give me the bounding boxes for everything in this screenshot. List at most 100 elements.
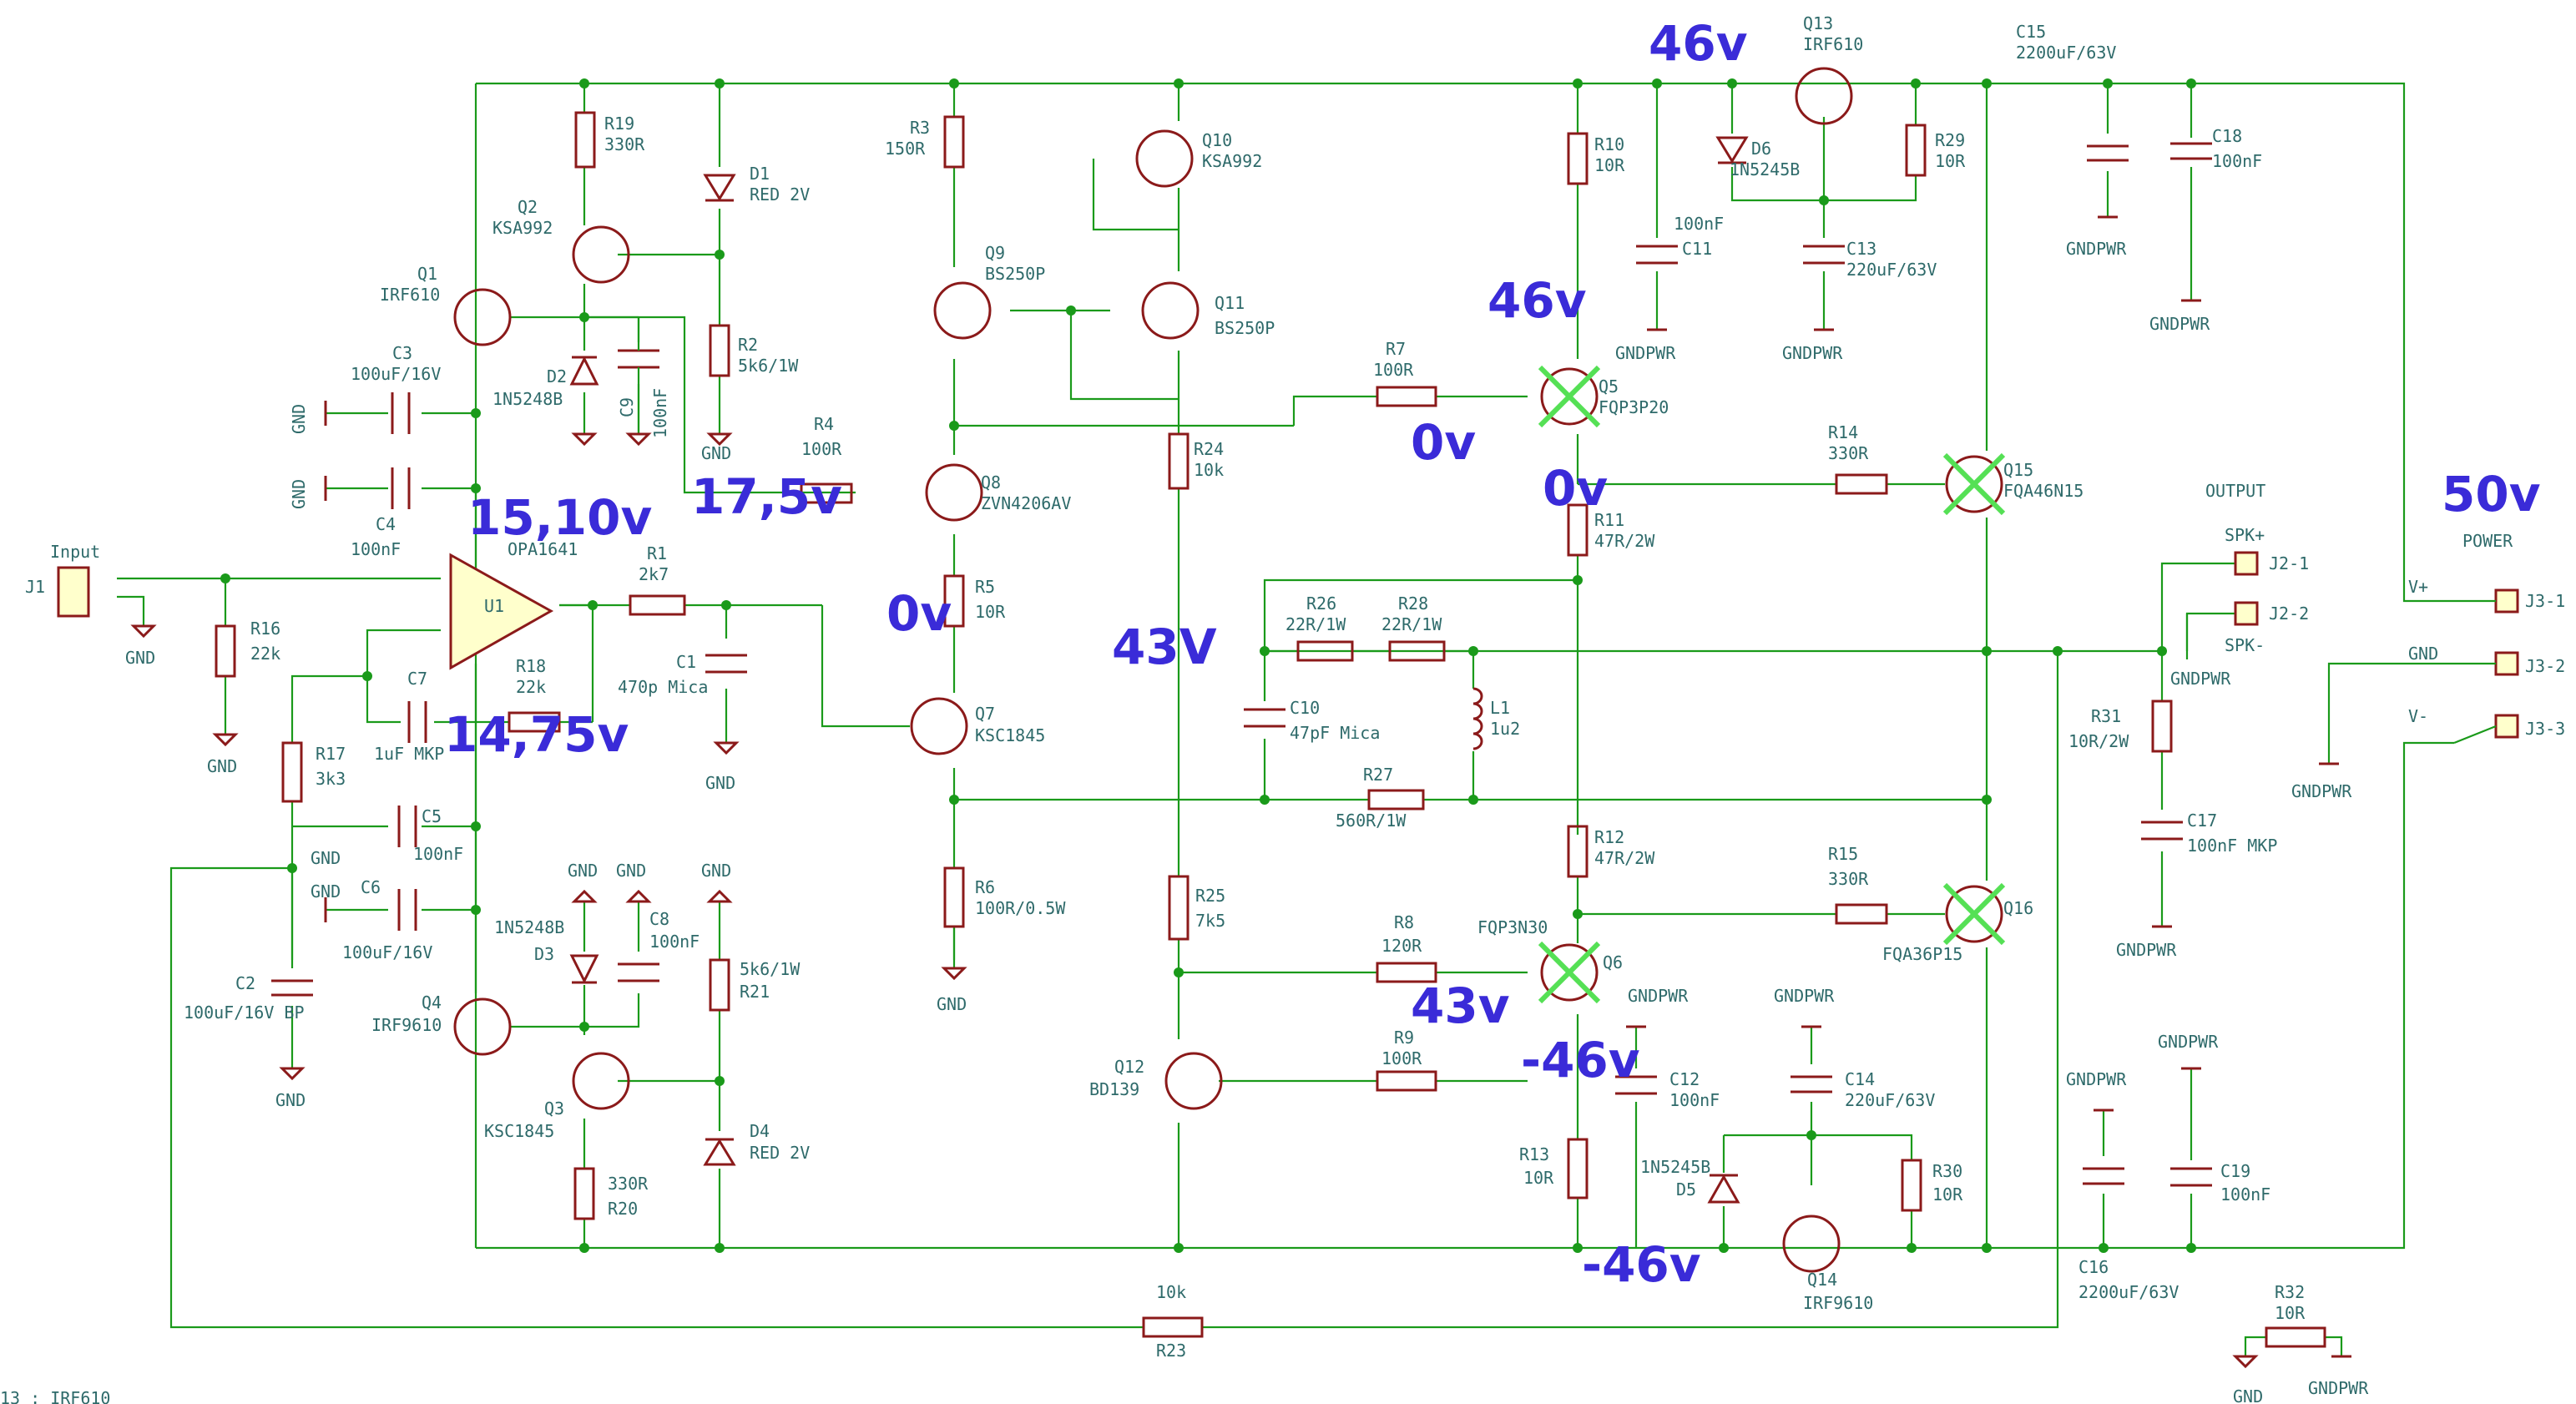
svg-text:R5: R5 <box>975 577 995 597</box>
svg-text:100R: 100R <box>1381 1048 1422 1068</box>
svg-text:120R: 120R <box>1381 936 1422 956</box>
svg-text:D2: D2 <box>547 366 567 386</box>
svg-text:150R: 150R <box>885 139 926 159</box>
r14-body <box>1835 473 1888 495</box>
voltage-46v-top: 46v <box>1649 15 1748 72</box>
svg-text:R12: R12 <box>1594 827 1624 847</box>
svg-text:22R/1W: 22R/1W <box>1285 614 1346 634</box>
svg-text:R28: R28 <box>1398 593 1428 614</box>
svg-text:220uF/63V: 220uF/63V <box>1845 1090 1935 1110</box>
r3-body <box>943 115 965 169</box>
r11-body <box>1567 503 1589 557</box>
svg-text:100R/0.5W: 100R/0.5W <box>975 898 1066 918</box>
svg-text:1uF MKP: 1uF MKP <box>374 744 444 764</box>
r12-body <box>1567 825 1589 878</box>
c8 <box>618 962 659 982</box>
r20-body <box>573 1167 595 1220</box>
svg-text:GNDPWR: GNDPWR <box>1774 986 1835 1006</box>
svg-text:7k5: 7k5 <box>1195 911 1225 931</box>
r23-body <box>1142 1316 1204 1338</box>
svg-text:Q6: Q6 <box>1603 952 1623 972</box>
c13 <box>1803 245 1845 265</box>
r10-body <box>1567 132 1589 185</box>
svg-text:GND: GND <box>289 479 309 509</box>
svg-text:Q3: Q3 <box>544 1098 564 1119</box>
d4-triangle <box>703 1139 736 1166</box>
svg-text:3k3: 3k3 <box>316 769 346 789</box>
svg-text:R7: R7 <box>1386 339 1406 359</box>
svg-text:R30: R30 <box>1932 1161 1962 1181</box>
svg-text:C12: C12 <box>1669 1069 1700 1089</box>
r28-body <box>1388 640 1446 662</box>
svg-text:Q8: Q8 <box>981 472 1001 492</box>
svg-text:C9: C9 <box>617 397 637 417</box>
q3-body <box>572 1052 630 1110</box>
svg-text:GNDPWR: GNDPWR <box>1782 343 1843 363</box>
svg-text:IRF610: IRF610 <box>380 285 440 305</box>
svg-text:100nF: 100nF <box>413 844 463 864</box>
svg-text:L1: L1 <box>1490 698 1510 718</box>
q8-body <box>925 463 983 522</box>
svg-text:R25: R25 <box>1195 886 1225 906</box>
svg-text:C6: C6 <box>361 877 381 897</box>
voltage-0v-r11: 0v <box>1543 460 1608 517</box>
r4-body <box>800 482 853 504</box>
svg-text:R15: R15 <box>1828 844 1858 864</box>
svg-text:GNDPWR: GNDPWR <box>2066 239 2127 259</box>
svg-text:330R: 330R <box>1828 443 1869 463</box>
svg-text:R14: R14 <box>1828 422 1858 442</box>
svg-text:GNDPWR: GNDPWR <box>1628 986 1689 1006</box>
svg-text:R18: R18 <box>516 656 546 676</box>
voltage-minus46v-bottom: -46v <box>1582 1236 1701 1293</box>
svg-text:V-: V- <box>2408 706 2428 726</box>
j1-header <box>57 566 90 618</box>
svg-text:Q10: Q10 <box>1202 130 1232 150</box>
c12 <box>1615 1075 1657 1095</box>
q11-body <box>1141 281 1200 340</box>
svg-text:J2-1: J2-1 <box>2269 553 2309 573</box>
j3-2-pad <box>2494 651 2519 676</box>
c5 <box>397 806 417 847</box>
svg-text:R32: R32 <box>2275 1282 2305 1302</box>
c17 <box>2141 821 2183 841</box>
svg-text:Q9: Q9 <box>985 243 1005 263</box>
svg-text:D6: D6 <box>1751 139 1771 159</box>
svg-text:1N5245B: 1N5245B <box>1640 1157 1710 1177</box>
svg-text:5k6/1W: 5k6/1W <box>738 356 799 376</box>
svg-text:10R: 10R <box>1594 155 1625 175</box>
svg-text:BS250P: BS250P <box>985 264 1045 284</box>
q7-body <box>910 697 968 755</box>
r8-body <box>1376 962 1437 983</box>
c10 <box>1244 708 1285 728</box>
svg-text:330R: 330R <box>608 1174 649 1194</box>
svg-text:GND: GND <box>207 756 237 776</box>
svg-text:100R: 100R <box>801 439 842 459</box>
svg-text:R11: R11 <box>1594 510 1624 530</box>
svg-text:100nF: 100nF <box>650 388 670 438</box>
svg-text:GND: GND <box>275 1090 306 1110</box>
r31-body <box>2151 699 2173 753</box>
svg-text:C3: C3 <box>392 343 412 363</box>
svg-text:BS250P: BS250P <box>1215 318 1275 338</box>
svg-text:10k: 10k <box>1156 1282 1186 1302</box>
svg-text:FQP3P20: FQP3P20 <box>1599 397 1669 417</box>
c14 <box>1791 1075 1832 1093</box>
svg-text:C11: C11 <box>1682 239 1712 259</box>
svg-text:1N5248B: 1N5248B <box>492 389 563 409</box>
svg-text:R19: R19 <box>604 114 634 134</box>
svg-text:GNDPWR: GNDPWR <box>2291 781 2352 801</box>
c18 <box>2170 142 2212 160</box>
svg-text:R31: R31 <box>2091 706 2121 726</box>
r16-body <box>215 624 236 678</box>
svg-text:R13: R13 <box>1519 1144 1549 1164</box>
svg-text:100uF/16V: 100uF/16V <box>351 364 441 384</box>
svg-text:R1: R1 <box>647 543 667 563</box>
svg-text:10R: 10R <box>2275 1303 2306 1323</box>
svg-text:C19: C19 <box>2220 1161 2250 1181</box>
svg-text:R26: R26 <box>1306 593 1336 614</box>
r6-body <box>943 866 965 928</box>
r21-body <box>709 958 730 1012</box>
voltage-43v-q6: 43v <box>1411 977 1510 1034</box>
svg-text:Q2: Q2 <box>518 197 538 217</box>
connectors <box>57 551 2519 745</box>
